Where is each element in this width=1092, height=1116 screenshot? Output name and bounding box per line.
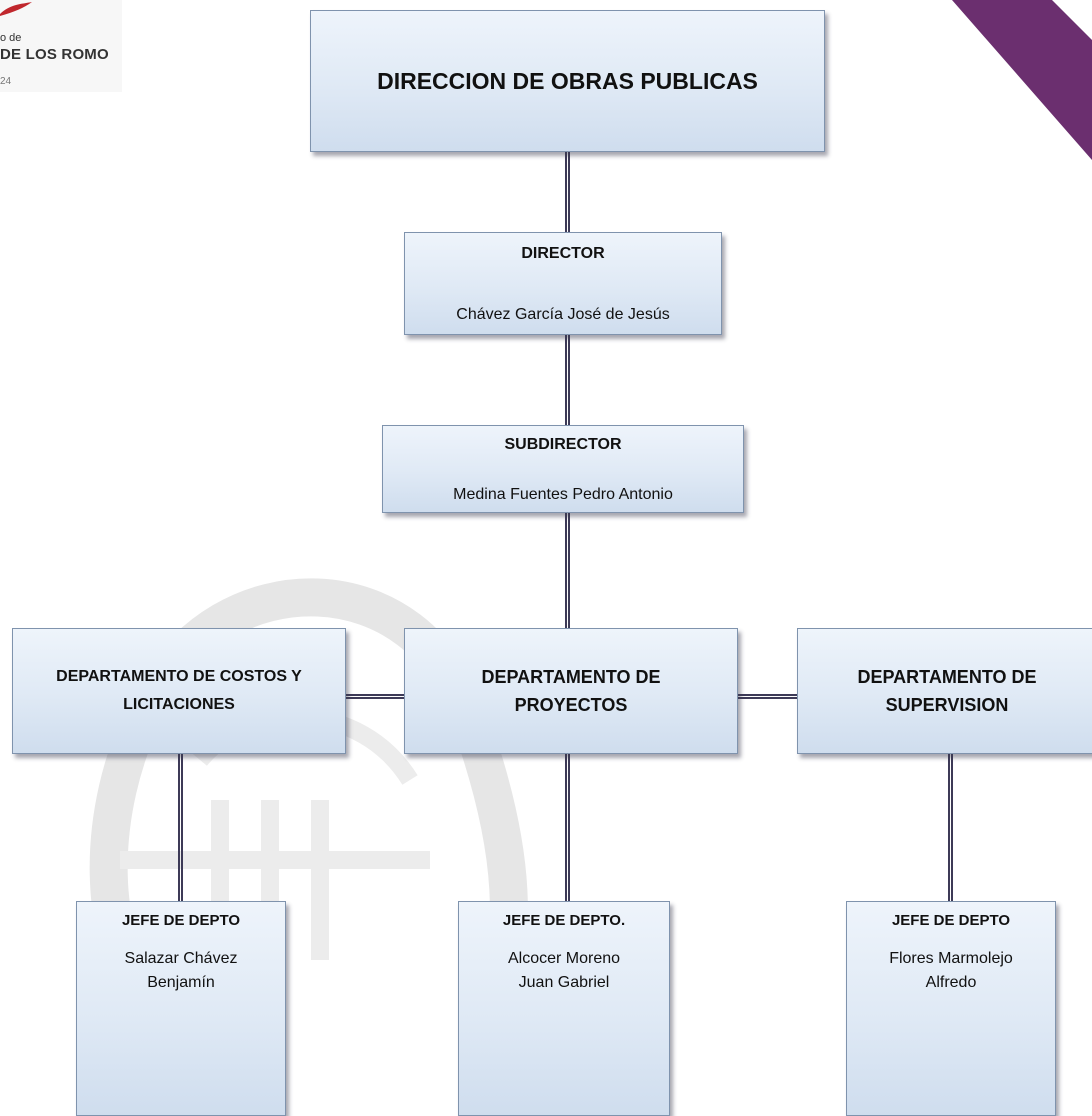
org-box-title: DIRECTOR bbox=[521, 245, 605, 262]
corner-band-decoration bbox=[952, 0, 1092, 160]
org-box-jefe-costos: JEFE DE DEPTO Salazar Chávez Benjamín bbox=[76, 901, 286, 1116]
org-box-title: DIRECCION DE OBRAS PUBLICAS bbox=[377, 67, 758, 94]
logo-text-line1: o de bbox=[0, 32, 22, 44]
org-box-departamento-proyectos: DEPARTAMENTO DE PROYECTOS bbox=[404, 628, 738, 754]
org-box-departamento-costos: DEPARTAMENTO DE COSTOS Y LICITACIONES bbox=[12, 628, 346, 754]
org-box-director: DIRECTOR Chávez García José de Jesús bbox=[404, 232, 722, 335]
logo-text-line2: DE LOS ROMO bbox=[0, 46, 109, 63]
org-box-title: SUBDIRECTOR bbox=[504, 436, 622, 453]
org-box-title-line1: DEPARTAMENTO DE bbox=[481, 667, 661, 687]
org-box-person-name-line2: Benjamín bbox=[147, 974, 215, 991]
org-box-title-line2: PROYECTOS bbox=[514, 695, 628, 715]
connector-costos-jefe bbox=[178, 754, 180, 901]
org-box-direccion: DIRECCION DE OBRAS PUBLICAS bbox=[310, 10, 825, 152]
connector-subdirector-departments bbox=[565, 513, 567, 628]
org-box-subdirector: SUBDIRECTOR Medina Fuentes Pedro Antonio bbox=[382, 425, 744, 513]
org-box-title-line2: LICITACIONES bbox=[123, 696, 235, 713]
org-box-person-name-line1: Salazar Chávez bbox=[124, 950, 238, 967]
org-box-title: JEFE DE DEPTO bbox=[891, 912, 1011, 929]
org-box-title: JEFE DE DEPTO bbox=[121, 912, 241, 929]
org-box-person-name-line2: Alfredo bbox=[925, 974, 977, 991]
org-box-person-name-line1: Alcocer Moreno bbox=[507, 950, 621, 967]
org-box-title-line1: DEPARTAMENTO DE bbox=[857, 667, 1037, 687]
org-box-jefe-proyectos: JEFE DE DEPTO. Alcocer Moreno Juan Gabri… bbox=[458, 901, 670, 1116]
connector-proyectos-jefe bbox=[565, 754, 567, 901]
connector-costos-proyectos bbox=[346, 694, 404, 696]
org-box-jefe-supervision: JEFE DE DEPTO Flores Marmolejo Alfredo bbox=[846, 901, 1056, 1116]
org-box-departamento-supervision: DEPARTAMENTO DE SUPERVISION bbox=[797, 628, 1092, 754]
org-box-person-name-line2: Juan Gabriel bbox=[518, 974, 610, 991]
org-box-person-name: Medina Fuentes Pedro Antonio bbox=[453, 486, 673, 503]
logo-text-line3: 24 bbox=[0, 76, 12, 87]
connector-proyectos-supervision bbox=[738, 694, 797, 696]
municipal-logo: o de DE LOS ROMO 24 bbox=[0, 0, 122, 92]
connector-supervision-jefe bbox=[948, 754, 950, 901]
org-box-person-name: Chávez García José de Jesús bbox=[456, 306, 670, 323]
org-box-person-name-line1: Flores Marmolejo bbox=[889, 950, 1013, 967]
logo-swoosh-icon bbox=[0, 2, 32, 16]
org-box-title-line2: SUPERVISION bbox=[885, 695, 1009, 715]
connector-director-subdirector bbox=[565, 335, 567, 425]
org-box-title-line1: DEPARTAMENTO DE COSTOS Y bbox=[56, 668, 302, 685]
connector-main-director bbox=[565, 152, 567, 232]
org-box-title: JEFE DE DEPTO. bbox=[502, 912, 626, 929]
